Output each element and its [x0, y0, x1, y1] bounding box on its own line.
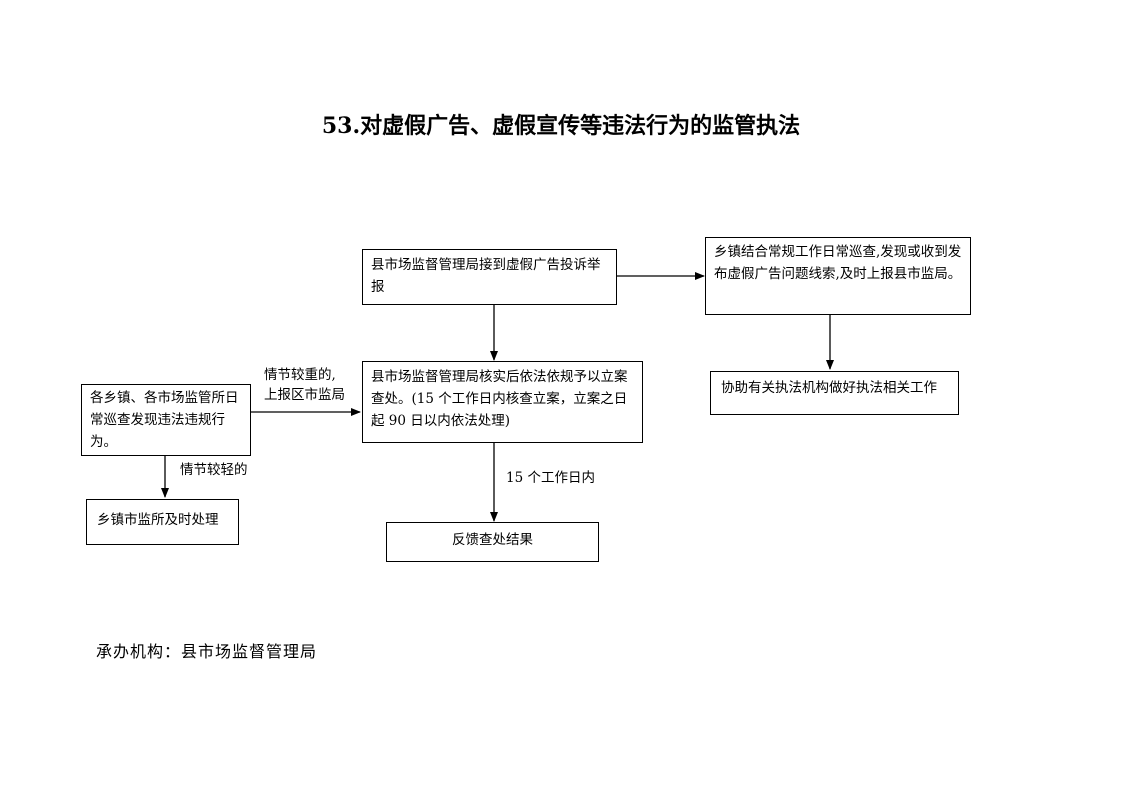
- label-minor: 情节较轻的: [180, 462, 248, 478]
- label-days: 15 个工作日内: [506, 470, 595, 486]
- township-handle-box: 乡镇市监所及时处理: [86, 499, 239, 545]
- label-report: 上报区市监局: [264, 387, 345, 403]
- complaint-text: 县市场监督管理局接到虚假广告投诉举报: [371, 257, 601, 295]
- township-patrol-box: 乡镇结合常规工作日常巡查,发现或收到发布虚假广告问题线索,及时上报县市监局。: [705, 237, 971, 315]
- page-title: 53.对虚假广告、虚假宣传等违法行为的监管执法: [321, 113, 801, 139]
- verify-text: 县市场监督管理局核实后依法依规予以立案查处。(15 个工作日内核查立案，立案之日…: [371, 369, 628, 429]
- footer-organizer: 承办机构：县市场监督管理局: [96, 642, 318, 661]
- daily-patrol-box: 各乡镇、各市场监管所日常巡查发现违法违规行为。: [81, 384, 251, 456]
- feedback-box: 反馈查处结果: [386, 522, 599, 562]
- verify-box: 县市场监督管理局核实后依法依规予以立案查处。(15 个工作日内核查立案，立案之日…: [362, 361, 643, 443]
- assist-box: 协助有关执法机构做好执法相关工作: [710, 371, 959, 415]
- label-serious: 情节较重的,: [264, 367, 336, 383]
- township-handle-text: 乡镇市监所及时处理: [97, 512, 219, 528]
- complaint-box: 县市场监督管理局接到虚假广告投诉举报: [362, 249, 617, 305]
- feedback-text: 反馈查处结果: [452, 532, 533, 548]
- township-patrol-text: 乡镇结合常规工作日常巡查,发现或收到发布虚假广告问题线索,及时上报县市监局。: [714, 244, 962, 282]
- assist-text: 协助有关执法机构做好执法相关工作: [721, 380, 937, 396]
- daily-patrol-text: 各乡镇、各市场监管所日常巡查发现违法违规行为。: [90, 390, 239, 450]
